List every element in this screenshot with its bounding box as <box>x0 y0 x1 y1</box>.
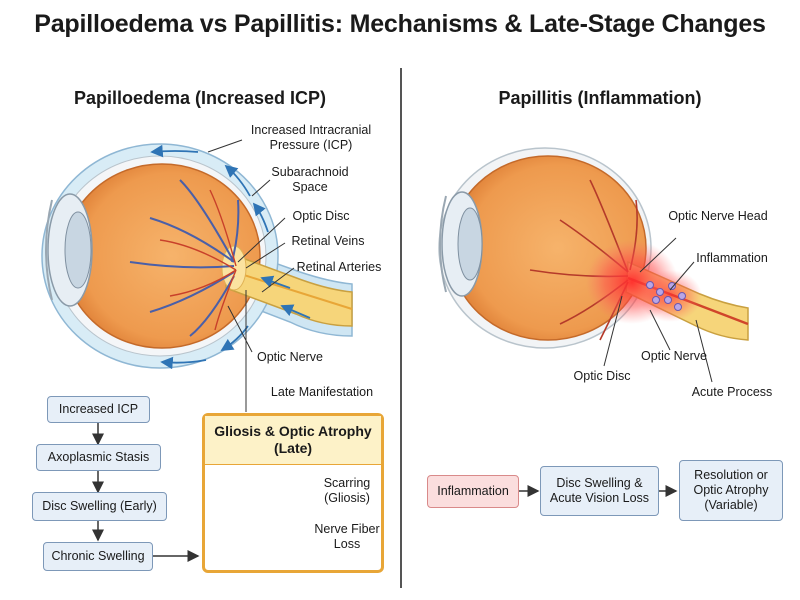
label-subarachnoid-space: Subarachnoid Space <box>271 165 349 194</box>
gliosis-callout: Gliosis & Optic Atrophy (Late) <box>202 413 384 573</box>
right-panel-heading: Papillitis (Inflammation) <box>498 88 702 108</box>
flow-box-chronic-swelling: Chronic Swelling <box>43 542 153 571</box>
flow-box-disc-swelling-acute-vision-loss: Disc Swelling & Acute Vision Loss <box>540 466 659 516</box>
right-eye-illustration <box>438 147 749 349</box>
flow-box-increased-icp: Increased ICP <box>47 396 150 423</box>
label-late-manifestation: Late Manifestation <box>270 385 374 399</box>
label-optic-nerve-head: Optic Nerve Head <box>668 209 768 223</box>
label-optic-nerve-right: Optic Nerve <box>641 349 707 363</box>
label-nerve-fiber-loss: Nerve Fiber Loss <box>314 522 380 551</box>
flow-box-resolution-or-atrophy: Resolution or Optic Atrophy (Variable) <box>679 460 783 521</box>
label-scarring-gliosis: Scarring (Gliosis) <box>323 476 371 505</box>
label-acute-process: Acute Process <box>691 385 773 399</box>
label-retinal-arteries: Retinal Arteries <box>296 260 382 274</box>
left-leader-lines <box>207 139 295 412</box>
flow-box-axoplasmic-stasis: Axoplasmic Stasis <box>36 444 161 471</box>
label-optic-disc-right: Optic Disc <box>573 369 631 383</box>
label-optic-disc-left: Optic Disc <box>292 209 350 223</box>
flow-box-inflammation: Inflammation <box>427 475 519 508</box>
label-retinal-veins: Retinal Veins <box>291 234 365 248</box>
left-panel-heading: Papilloedema (Increased ICP) <box>73 88 327 108</box>
panel-divider <box>400 68 402 588</box>
left-flow-arrows <box>92 423 200 562</box>
label-inflammation: Inflammation <box>696 251 768 265</box>
flow-box-disc-swelling-early: Disc Swelling (Early) <box>32 492 167 521</box>
label-increased-icp: Increased Intracranial Pressure (ICP) <box>250 123 372 152</box>
main-title: Papilloedema vs Papillitis: Mechanisms &… <box>34 10 766 38</box>
callout-title: Gliosis & Optic Atrophy (Late) <box>205 416 381 465</box>
right-leader-lines <box>603 237 713 383</box>
label-optic-nerve-left: Optic Nerve <box>257 350 323 364</box>
left-eye-illustration <box>41 143 353 370</box>
